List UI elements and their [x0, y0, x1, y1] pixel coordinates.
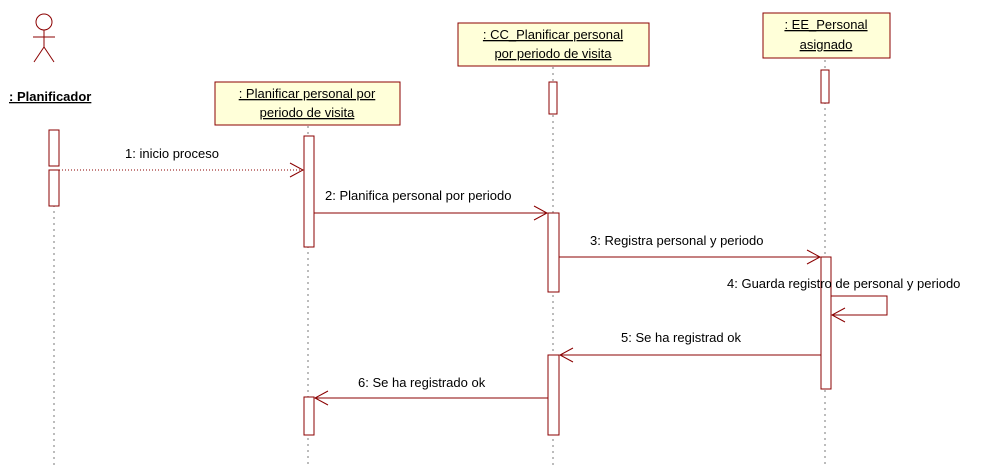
actor-leg-right — [43, 46, 55, 63]
object-cc-planificar-line1: : CC_Planificar personal — [483, 27, 623, 42]
object-cc-planificar-box — [457, 22, 650, 67]
message-3-arrowhead — [806, 249, 822, 265]
message-2: 2: Planifica personal por periodo — [314, 188, 549, 221]
cc-planificar-activation-2 — [547, 354, 560, 436]
message-4: 4: Guarda registro de personal y periodo — [727, 276, 960, 323]
planificador-activation-2 — [48, 169, 60, 207]
message-3: 3: Registra personal y periodo — [559, 233, 822, 265]
ee-personal-activation — [820, 256, 832, 390]
message-4-line — [831, 295, 888, 316]
object-ee-personal-box — [762, 12, 891, 59]
object-cc-planificar: : CC_Planificar personal por periodo de … — [457, 22, 650, 67]
cc-planificar-activation-1 — [547, 212, 560, 293]
message-1-label: 1: inicio proceso — [125, 146, 219, 161]
message-6-label: 6: Se ha registrado ok — [358, 375, 486, 390]
object-planificar: : Planificar personal por periodo de vis… — [214, 81, 401, 126]
object-planificar-line2: periodo de visita — [260, 105, 355, 120]
ee-personal-top-activation — [820, 69, 830, 104]
message-5: 5: Se ha registrad ok — [558, 330, 821, 363]
message-4-label: 4: Guarda registro de personal y periodo — [727, 276, 960, 291]
message-2-arrowhead — [533, 205, 549, 221]
planificar-activation-2 — [303, 396, 315, 436]
actor-name: : Planificador — [9, 89, 91, 104]
message-5-arrowhead — [558, 347, 574, 363]
message-3-label: 3: Registra personal y periodo — [590, 233, 763, 248]
actor-head — [35, 13, 53, 31]
cc-planificar-top-activation — [548, 81, 558, 115]
message-1-arrowhead — [289, 162, 305, 178]
message-2-label: 2: Planifica personal por periodo — [325, 188, 511, 203]
object-planificar-box — [214, 81, 401, 126]
planificador-activation-1 — [48, 129, 60, 167]
message-1: 1: inicio proceso — [59, 146, 305, 178]
planificador-actor — [33, 13, 55, 63]
actor-leg-left — [33, 46, 45, 63]
object-cc-planificar-line2: por periodo de visita — [494, 46, 612, 61]
object-ee-personal-line1: : EE_Personal — [784, 17, 867, 32]
planificar-activation-1 — [303, 135, 315, 248]
object-planificar-line1: : Planificar personal por — [239, 86, 376, 101]
message-6-arrowhead — [313, 390, 329, 406]
message-5-label: 5: Se ha registrad ok — [621, 330, 741, 345]
message-6: 6: Se ha registrado ok — [313, 375, 548, 406]
object-ee-personal: : EE_Personal asignado — [762, 12, 891, 59]
object-ee-personal-line2: asignado — [800, 37, 853, 52]
message-4-arrowhead — [830, 307, 846, 323]
